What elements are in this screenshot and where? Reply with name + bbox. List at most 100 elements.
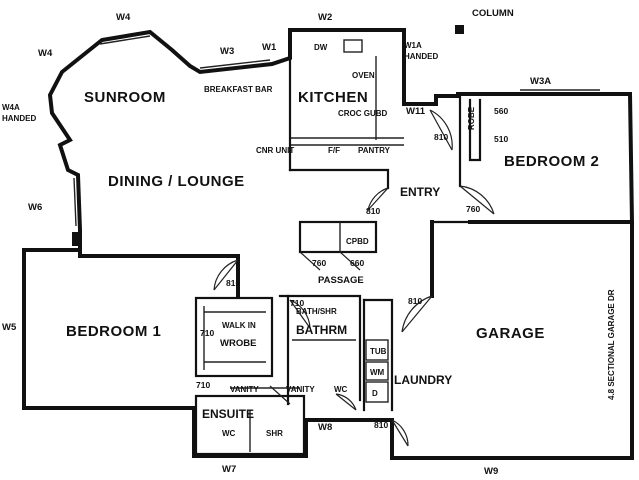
laundry-dryer: [365, 381, 389, 403]
window-label-w5: W5: [2, 322, 17, 333]
window-label-w4-top: W4: [116, 12, 131, 23]
dimension-labels: 810 560 510 810 760 810 760 660 710 710 …: [196, 106, 508, 430]
fixture-label-robe: ROBE: [467, 106, 476, 130]
dimension-label-810-garage: 810: [408, 296, 422, 306]
bedroom2-wall: [456, 92, 635, 225]
ensuite-walls: [194, 394, 306, 456]
fixture-label-wm: WM: [370, 368, 385, 377]
fixture-label-wc-main: WC: [334, 385, 348, 394]
dimension-label-760-bed2: 760: [466, 204, 480, 214]
fixture-label-cpbd: CPBD: [346, 237, 369, 246]
window-label-w1: W1: [262, 42, 277, 53]
bedroom2-door-swing: [459, 185, 495, 215]
column-marker: [455, 25, 464, 34]
fixture-label-vanity-right: VANITY: [286, 385, 315, 394]
wc-door-swing: [335, 393, 357, 411]
room-label-bathroom: BATHRM: [296, 323, 347, 337]
kitchen-door-swing: [429, 109, 453, 151]
fixture-label-ff: F/F: [328, 146, 340, 155]
window-label-w1a-line2: HANDED: [404, 52, 438, 61]
room-labels: SUNROOM DINING / LOUNGE KITCHEN BEDROOM …: [66, 89, 599, 421]
laundry-walls: [362, 298, 394, 412]
bathroom-walls: [278, 294, 362, 402]
entry-column: [72, 232, 80, 246]
room-label-garage: GARAGE: [476, 325, 545, 342]
window-label-w4a-line1: W4A: [2, 103, 20, 112]
fixture-label-oven: OVEN: [352, 71, 375, 80]
dimension-label-810-entry: 810: [366, 206, 380, 216]
room-label-ensuite: ENSUITE: [202, 407, 254, 421]
column-label: COLUMN: [472, 8, 514, 19]
fixture-label-dw: DW: [314, 43, 328, 52]
room-label-walkin-line1: WALK IN: [222, 321, 256, 330]
window-label-w1a-line1: W1A: [404, 41, 422, 50]
passage-door-swing: [299, 251, 361, 271]
w3-window-mark: [199, 59, 271, 69]
dimension-label-810-laundry: 810: [374, 420, 388, 430]
fixture-label-vanity-left: VANITY: [230, 385, 259, 394]
dimension-label-710-bath: 710: [290, 298, 304, 308]
fixture-labels: DW OVEN CROC GUBD BREAKFAST BAR CNR UNIT…: [204, 39, 616, 438]
room-label-entry: ENTRY: [400, 185, 440, 199]
window-label-w8: W8: [318, 422, 332, 433]
laundry-wm: [365, 361, 389, 381]
fixture-label-garage-door: 4.8 SECTIONAL GARAGE DR: [607, 289, 616, 400]
dimension-label-810-bed1: 810: [226, 278, 240, 288]
fixture-label-cnr-unit: CNR UNIT: [256, 146, 294, 155]
room-label-sunroom: SUNROOM: [84, 89, 166, 106]
dimension-label-560-robe: 560: [494, 106, 508, 116]
door-swings: [213, 109, 495, 447]
fixture-label-tub: TUB: [370, 347, 387, 356]
fixture-label-wc-ensuite: WC: [222, 429, 236, 438]
fixture-label-bath-shr: BATH/SHR: [296, 307, 337, 316]
fixture-label-breakfast-bar: BREAKFAST BAR: [204, 85, 273, 94]
window-label-w11: W11: [406, 106, 426, 117]
fixture-label-d: D: [372, 389, 378, 398]
interior-walls: [22, 25, 634, 456]
dimension-label-760-passage: 760: [312, 258, 326, 268]
room-label-laundry: LAUNDRY: [394, 373, 452, 387]
window-markers: [73, 35, 600, 227]
kitchen-east-wall: [402, 94, 460, 106]
garage-door-swing: [401, 295, 433, 333]
window-label-w4-left: W4: [38, 48, 53, 59]
room-label-kitchen: KITCHEN: [298, 89, 368, 106]
kitchen-south-wall: [288, 168, 390, 190]
laundry-tub: [365, 339, 389, 361]
w6-window-mark: [73, 177, 77, 227]
bedroom1-door-swing: [213, 259, 239, 291]
room-label-bedroom2: BEDROOM 2: [504, 153, 599, 170]
fixture-label-crockuboard: CROC GUBD: [338, 109, 388, 118]
window-label-w4a-line2: HANDED: [2, 114, 36, 123]
bedroom1-north-wall: [22, 248, 240, 298]
kitchen-sink: [343, 39, 363, 53]
fixture-label-pantry: PANTRY: [358, 146, 391, 155]
window-label-w2: W2: [318, 12, 332, 23]
window-label-w3a: W3A: [530, 76, 551, 87]
window-label-w7: W7: [222, 464, 236, 475]
room-label-bedroom1: BEDROOM 1: [66, 323, 161, 340]
window-label-w9: W9: [484, 466, 498, 477]
room-label-walkin-line2: WROBE: [220, 338, 256, 349]
bedroom2-robe: [468, 98, 482, 162]
laundry-door-swing: [391, 419, 409, 447]
window-label-w3: W3: [220, 46, 234, 57]
walkin-robe-walls: [194, 296, 274, 378]
room-label-passage: PASSAGE: [318, 275, 364, 286]
dimension-label-660-passage: 660: [350, 258, 364, 268]
ensuite-door-swing: [269, 385, 291, 405]
window-labels: W4 W4 W4A HANDED W3 W1 W2 W1A HANDED W11…: [2, 8, 551, 477]
passage-cupboards: [298, 220, 378, 254]
room-label-dining-lounge: DINING / LOUNGE: [108, 173, 245, 190]
window-label-w6: W6: [28, 202, 42, 213]
entry-door-swing: [367, 187, 389, 211]
dimension-label-710-ensuite: 710: [196, 380, 210, 390]
dimension-label-710-wrobe: 710: [200, 328, 214, 338]
dimension-label-510-robe: 510: [494, 134, 508, 144]
w4-window-mark: [99, 35, 151, 45]
south-wall: [22, 248, 394, 460]
bath-door-swing: [289, 299, 311, 329]
dimension-label-810-kitchen: 810: [434, 132, 448, 142]
garage-east-wall: [390, 220, 634, 460]
